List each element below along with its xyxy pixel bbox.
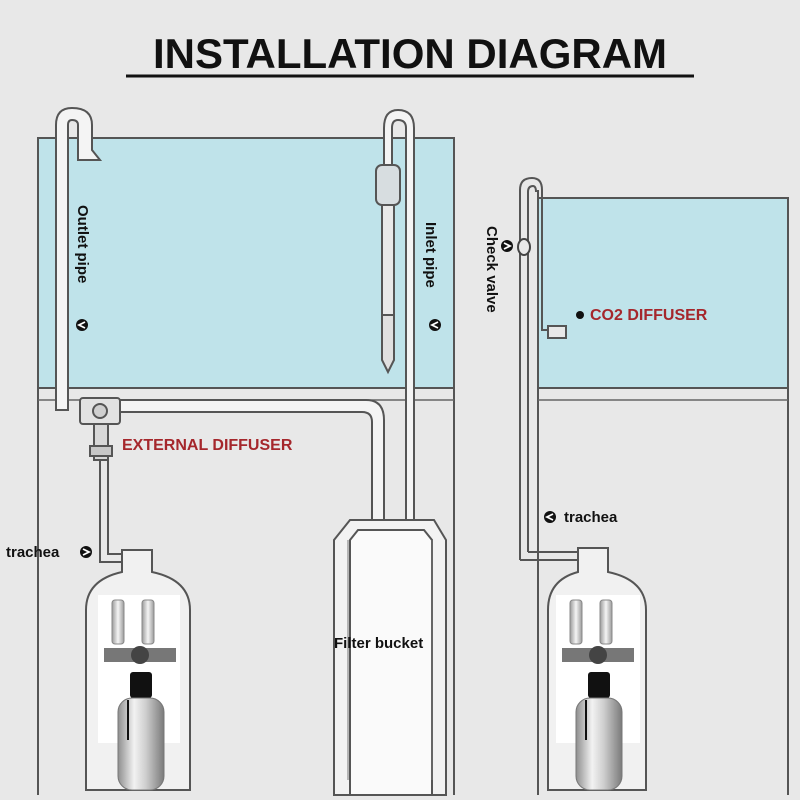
- right-trachea-tube: [519, 176, 580, 561]
- co2-diffuser-label: CO2 DIFFUSER: [590, 307, 708, 324]
- filter-bucket-label: Filter bucket: [334, 635, 423, 652]
- trachea-right-label: trachea: [564, 509, 618, 526]
- co2-diffuser-dot-icon: [576, 311, 584, 319]
- co2-diffuser-device: [547, 325, 567, 339]
- inlet-pipe-label: Inlet pipe: [422, 222, 439, 288]
- left-co2-cylinder: [85, 549, 191, 791]
- external-diffuser-fitting: [79, 397, 121, 461]
- external-diffuser-label: EXTERNAL DIFFUSER: [122, 437, 293, 454]
- outlet-pipe-arrow-icon: [76, 319, 88, 331]
- left-trachea-tube: [99, 460, 125, 563]
- inlet-pipe-label-group: Inlet pipe: [422, 222, 441, 331]
- right-co2-cylinder: [547, 547, 647, 791]
- outlet-pipe-label-group: Outlet pipe: [74, 205, 91, 331]
- trachea-left-arrow-icon: [80, 546, 92, 558]
- right-aquarium: [537, 190, 789, 795]
- trachea-right-arrow-icon: [544, 511, 556, 523]
- check-valve-label-group: Check valve: [483, 226, 513, 313]
- page-title: INSTALLATION DIAGRAM: [153, 30, 667, 77]
- outlet-pipe-label: Outlet pipe: [74, 205, 91, 283]
- check-valve-arrow-icon: [501, 240, 513, 252]
- outlet-pipe: [55, 106, 103, 411]
- right-tank-water: [537, 197, 789, 389]
- filter-bucket: [333, 519, 447, 796]
- check-valve-label: Check valve: [483, 226, 500, 313]
- inlet-pipe-arrow-icon: [429, 319, 441, 331]
- check-valve: [517, 238, 531, 256]
- trachea-left-label: trachea: [6, 544, 60, 561]
- return-pipe: [109, 399, 385, 541]
